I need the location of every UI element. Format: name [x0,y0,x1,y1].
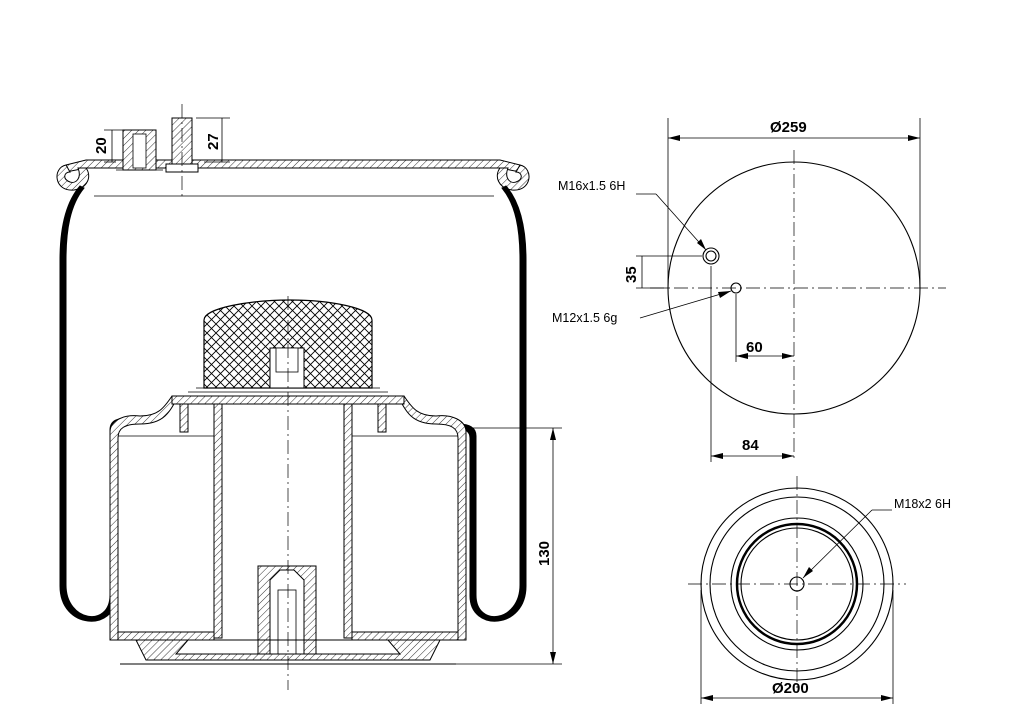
dim-35-label: 35 [623,266,640,283]
dim-130: 130 [456,427,562,665]
thread-m18-label: M18x2 6H [894,497,951,511]
bottom-view: M18x2 6H Ø200 [688,476,951,704]
dim-20: 20 [93,129,128,163]
inner-wall-left [213,403,223,639]
m12-stud-icon [730,282,742,294]
inner-wall-right [343,403,353,639]
dim-60-label: 60 [746,339,763,356]
side-section-view: 20 27 [56,104,562,690]
m16-hole-icon [702,247,720,265]
dim-130-label: 130 [536,541,553,566]
dim-27-label: 27 [205,133,222,150]
dim-dia-259: Ø259 [667,118,921,288]
thread-m12-label: M12x1.5 6g [552,311,617,325]
thread-m16-label: M16x1.5 6H [558,179,625,193]
top-view: Ø259 M16x1.5 6H M12x1.5 6g 35 60 [552,118,946,462]
bellows-left [59,185,131,622]
stud-left [116,129,163,171]
dim-84: 84 [710,266,794,462]
dim-dia-200: Ø200 [700,590,894,704]
right-bead [496,164,530,191]
dim-84-label: 84 [742,437,759,454]
piston-shell-right [397,395,467,641]
inner-lip-right [377,403,387,433]
dim-35: 35 [623,255,702,289]
dia-259-label: Ø259 [770,119,807,136]
inner-lip-left [179,403,189,433]
left-bead [56,164,90,191]
stud-right [165,104,199,200]
dim-27: 27 [196,117,230,163]
dim-20-label: 20 [93,137,110,154]
piston-shell-left [109,395,179,641]
dim-60: 60 [735,294,794,362]
dia-200-label: Ø200 [772,680,809,697]
